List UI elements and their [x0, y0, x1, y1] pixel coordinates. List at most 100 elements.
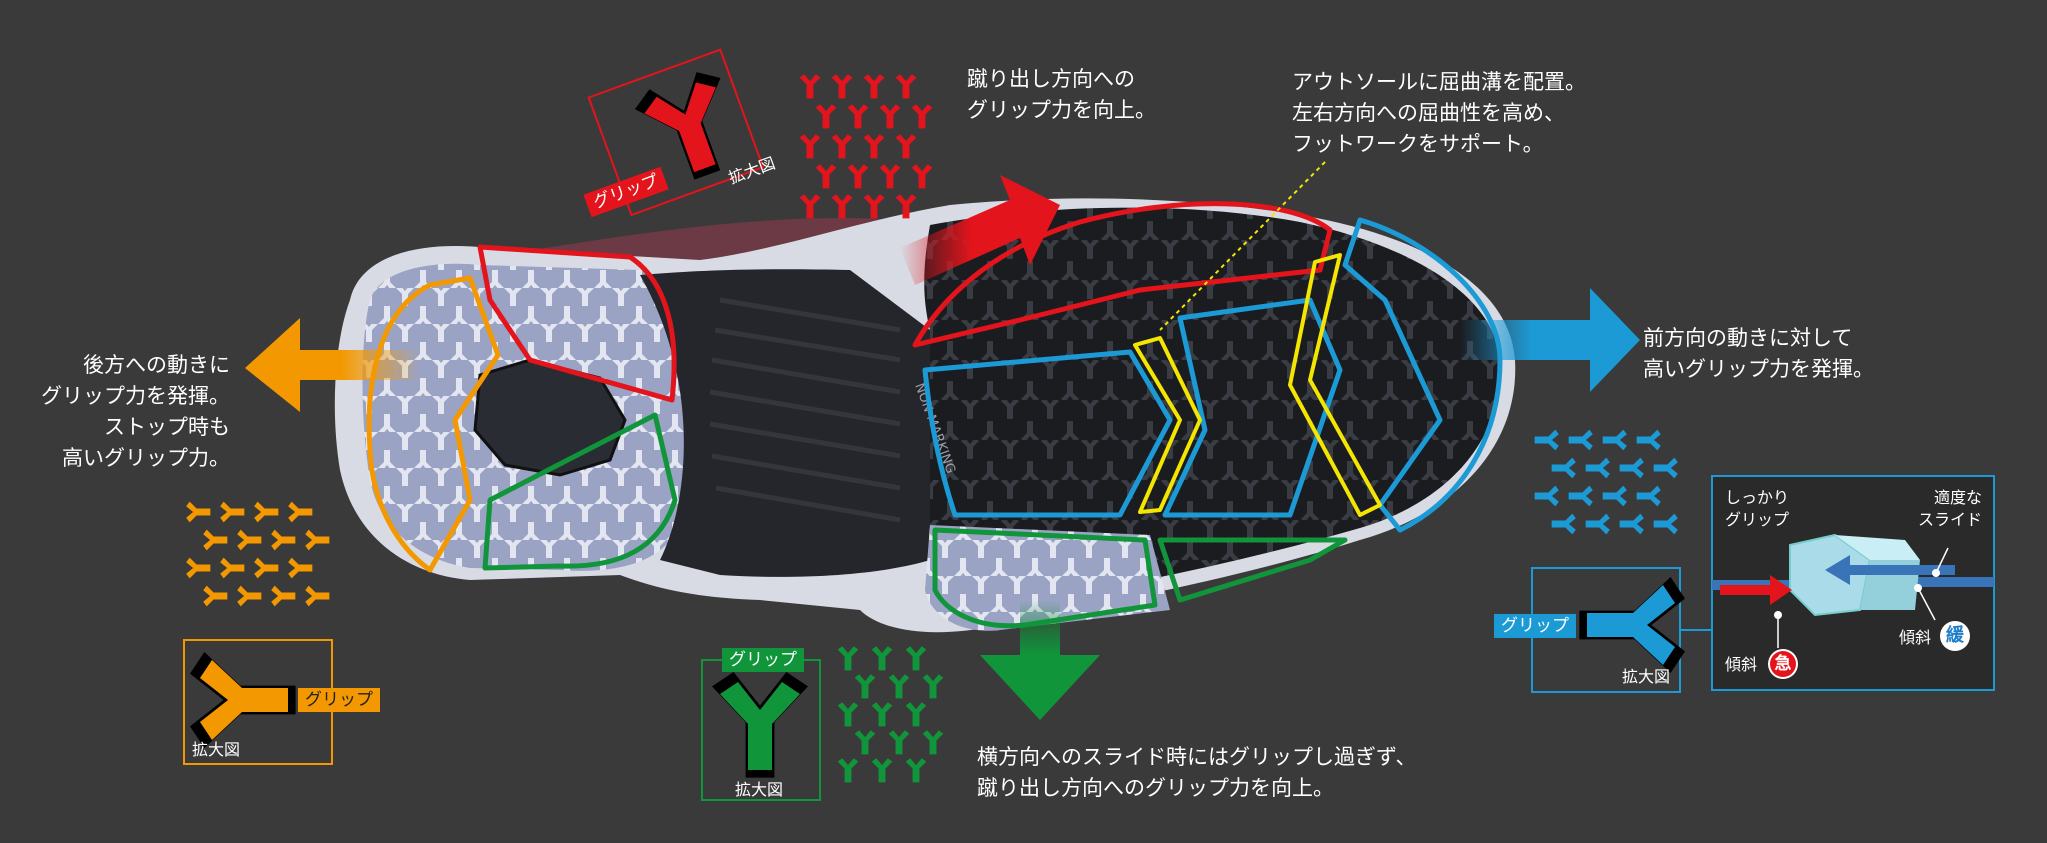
green-zone-2 — [1157, 537, 1348, 603]
y-tread-icon — [237, 529, 262, 551]
y-tread-icon — [854, 730, 876, 755]
blue-callout-line-2: 高いグリップ力を発揮。 — [1643, 357, 1874, 381]
flex-groove-2 — [1288, 253, 1382, 517]
red-zone-outline — [912, 201, 1333, 348]
orange-callout-line-2: グリップ力を発揮。 — [41, 384, 230, 408]
y-tread-icon — [837, 702, 859, 727]
y-tread-icon — [863, 134, 885, 159]
y-tread-icon — [871, 646, 893, 671]
y-tread-icon — [1551, 513, 1576, 535]
y-tread-icon — [288, 557, 313, 579]
orange-zoom-label: 拡大図 — [192, 740, 241, 759]
orange-zoom-y-icon — [190, 652, 296, 748]
red-callout-line-1: 蹴り出し方向への — [967, 67, 1135, 91]
steep-badge: 急 — [1768, 649, 1798, 679]
y-tread-icon — [186, 501, 211, 523]
firm-grip-line-1: しっかり — [1725, 488, 1790, 507]
orange-tread-cluster — [186, 501, 330, 607]
y-tread-icon — [186, 557, 211, 579]
y-tread-icon — [254, 557, 279, 579]
y-tread-icon — [1602, 485, 1627, 507]
y-tread-icon — [888, 674, 910, 699]
green-heel-zone-outline — [482, 412, 678, 571]
y-tread-icon — [905, 646, 927, 671]
y-tread-icon — [1534, 485, 1559, 507]
y-tread-icon — [905, 702, 927, 727]
y-tread-icon — [203, 529, 228, 551]
y-tread-icon — [815, 164, 837, 189]
blue-zone-2 — [1162, 297, 1343, 518]
y-tread-icon — [895, 74, 917, 99]
red-tread-cluster — [799, 74, 933, 219]
blue-zone-1 — [922, 349, 1173, 518]
y-tread-icon — [1636, 485, 1661, 507]
orange-zone-outline — [366, 275, 501, 573]
blue-tread-cluster — [1534, 429, 1678, 535]
blue-slide-arrow-icon — [1825, 555, 1955, 585]
red-push-arrow-icon — [1720, 575, 1792, 605]
green-zoom-y-icon — [712, 672, 808, 778]
blue-callout-line-1: 前方向の動きに対して — [1643, 326, 1853, 350]
y-tread-icon — [837, 646, 859, 671]
y-tread-icon — [1568, 485, 1593, 507]
arrow-green-icon — [980, 600, 1100, 720]
slope-panel — [1711, 475, 1995, 691]
y-tread-icon — [847, 164, 869, 189]
y-tread-icon — [871, 702, 893, 727]
orange-callout-line-1: 後方への動きに — [83, 353, 230, 377]
gentle-slope-label: 傾斜 — [1899, 628, 1932, 647]
y-tread-icon — [895, 134, 917, 159]
y-tread-icon — [305, 585, 330, 607]
blue-callout-text: 前方向の動きに対して 高いグリップ力を発揮。 — [1643, 323, 1874, 385]
green-zoom-label: 拡大図 — [735, 780, 784, 799]
y-tread-icon — [863, 194, 885, 219]
y-tread-icon — [254, 501, 279, 523]
y-tread-icon — [837, 758, 859, 783]
y-tread-icon — [1534, 429, 1559, 451]
arrow-orange-icon — [245, 318, 420, 412]
y-tread-icon — [288, 501, 313, 523]
y-tread-icon — [1653, 457, 1678, 479]
y-tread-icon — [799, 134, 821, 159]
orange-grip-tag: グリップ — [298, 688, 380, 712]
y-tread-icon — [879, 104, 901, 129]
blue-zoom-y-icon — [1579, 577, 1685, 673]
flex-groove-1 — [1133, 336, 1202, 514]
flex-callout-line-1: アウトソールに屈曲溝を配置。 — [1292, 70, 1586, 94]
y-tread-icon — [888, 730, 910, 755]
y-tread-icon — [203, 585, 228, 607]
y-tread-icon — [220, 557, 245, 579]
y-tread-icon — [847, 104, 869, 129]
firm-grip-label: しっかり グリップ — [1725, 487, 1789, 531]
y-tread-icon — [1585, 457, 1610, 479]
moderate-slide-line-1: 適度な — [1933, 488, 1982, 507]
arrow-red-icon — [900, 175, 1060, 285]
green-callout-line-2: 蹴り出し方向へのグリップ力を向上。 — [977, 776, 1334, 800]
moderate-slide-label: 適度な スライド — [1906, 487, 1982, 531]
flex-callout-line-3: フットワークをサポート。 — [1292, 132, 1544, 156]
arrow-blue-icon — [1460, 288, 1640, 392]
y-tread-icon — [922, 674, 944, 699]
green-grip-tag: グリップ — [722, 648, 804, 672]
y-tread-icon — [1619, 513, 1644, 535]
y-tread-icon — [305, 529, 330, 551]
blue-grip-tag: グリップ — [1494, 614, 1576, 638]
y-tread-icon — [922, 730, 944, 755]
red-callout-line-2: グリップ力を向上。 — [967, 98, 1156, 122]
y-tread-icon — [1636, 429, 1661, 451]
y-tread-icon — [799, 194, 821, 219]
y-tread-icon — [863, 74, 885, 99]
y-tread-icon — [1602, 429, 1627, 451]
y-tread-icon — [220, 501, 245, 523]
y-tread-icon — [1551, 457, 1576, 479]
red-callout-text: 蹴り出し方向への グリップ力を向上。 — [967, 64, 1156, 126]
y-tread-icon — [831, 134, 853, 159]
steep-badge-text: 急 — [1770, 651, 1796, 677]
orange-callout-line-3: ストップ時も — [104, 415, 230, 439]
y-tread-icon — [831, 74, 853, 99]
y-tread-icon — [271, 529, 296, 551]
blue-zone-3 — [1342, 217, 1503, 533]
y-tread-icon — [815, 104, 837, 129]
moderate-slide-line-2: スライド — [1917, 510, 1982, 529]
